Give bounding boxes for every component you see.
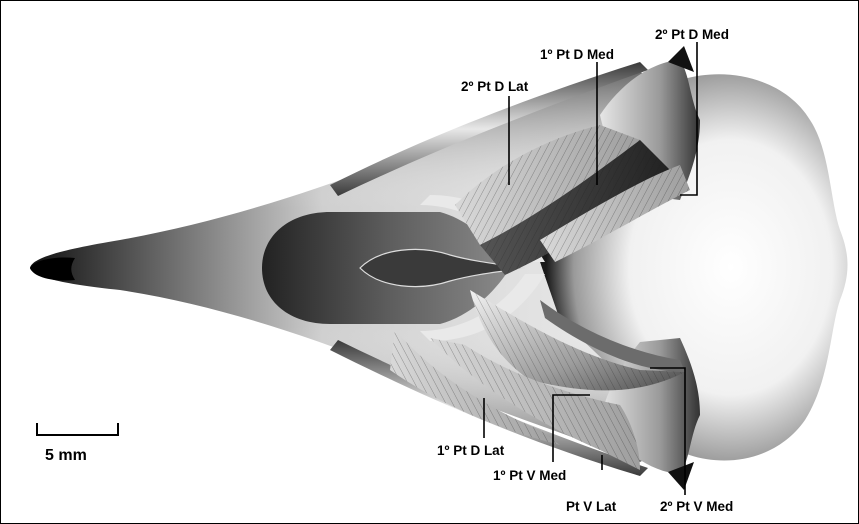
label-pt-d-lat-1: 1º Pt D Lat [437, 443, 505, 458]
label-pt-d-med-1: 1º Pt D Med [540, 47, 614, 62]
label-pt-v-med-1: 1º Pt V Med [493, 468, 566, 483]
label-pt-v-med-2: 2º Pt V Med [660, 499, 733, 514]
scale-bar-label: 5 mm [45, 447, 87, 464]
scale-bar: 5 mm [37, 423, 118, 464]
label-pt-d-lat-2: 2º Pt D Lat [461, 79, 529, 94]
label-pt-d-med-2: 2º Pt D Med [655, 27, 729, 42]
label-pt-v-lat: Pt V Lat [566, 499, 617, 514]
